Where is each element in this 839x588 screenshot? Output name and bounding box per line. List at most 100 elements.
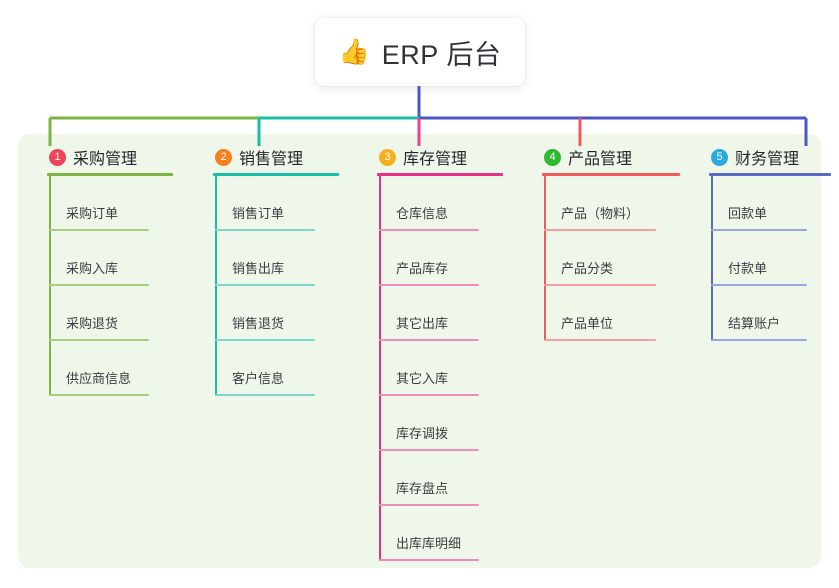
branch-title-5: 财务管理 [735,151,800,168]
leaf-rule [379,394,479,396]
leaf-rule [49,284,149,286]
branch-header-rule-2 [213,173,339,176]
leaf-node[interactable]: 采购退货 [30,286,180,341]
branch-column-3: 3 库存管理仓库信息产品库存其它出库其它入库库存调拨库存盘点出库库明细 [360,146,512,561]
leaf-label: 销售出库 [232,261,285,276]
branch-header-4[interactable]: 4 产品管理 [525,146,685,168]
leaf-node[interactable]: 付款单 [692,231,822,286]
branch-badge-5: 5 [711,148,728,166]
branch-column-4: 4 产品管理产品（物料） 产品分类产品单位 [525,146,685,341]
leaf-node[interactable]: 产品分类 [525,231,685,286]
branch-spine-1 [49,176,51,396]
leaf-node[interactable]: 产品（物料） [525,176,685,231]
leaf-node[interactable]: 其它出库 [360,286,512,341]
leaf-label: 付款单 [728,261,768,276]
leaf-label: 产品单位 [561,316,614,331]
leaf-rule [379,339,479,341]
leaf-node[interactable]: 库存调拨 [360,396,512,451]
branch-column-1: 1 采购管理采购订单采购入库采购退货供应商信息 [30,146,180,396]
branch-header-rule-1 [47,173,173,176]
branch-spine-3 [379,176,381,561]
root-node[interactable]: 👍 ERP 后台 [315,18,525,86]
leaf-label: 客户信息 [232,371,285,386]
leaf-label: 其它出库 [396,316,449,331]
branch-spine-5 [711,176,713,341]
branch-body-3: 仓库信息产品库存其它出库其它入库库存调拨库存盘点出库库明细 [360,176,512,561]
branch-spine-2 [215,176,217,396]
leaf-label: 采购入库 [66,261,119,276]
branch-body-4: 产品（物料） 产品分类产品单位 [525,176,685,341]
leaf-rule [49,339,149,341]
leaf-label: 库存调拨 [396,426,449,441]
diagram-panel [18,134,821,568]
leaf-node[interactable]: 销售退货 [196,286,346,341]
leaf-label: 回款单 [728,206,768,221]
leaf-rule [379,504,479,506]
leaf-label: 采购订单 [66,206,119,221]
leaf-rule [379,284,479,286]
branch-badge-3: 3 [379,148,396,166]
leaf-rule [711,284,807,286]
leaf-label: 出库库明细 [396,536,462,551]
leaf-label: 供应商信息 [66,371,132,386]
leaf-rule [379,449,479,451]
leaf-rule [215,394,315,396]
leaf-rule [215,229,315,231]
leaf-label: 产品库存 [396,261,449,276]
leaf-node[interactable]: 产品库存 [360,231,512,286]
branch-header-3[interactable]: 3 库存管理 [360,146,512,168]
branch-header-5[interactable]: 5 财务管理 [692,146,822,168]
leaf-node[interactable]: 销售出库 [196,231,346,286]
leaf-node[interactable]: 采购订单 [30,176,180,231]
leaf-node[interactable]: 其它入库 [360,341,512,396]
leaf-rule [379,229,479,231]
branch-header-rule-3 [377,173,503,176]
leaf-node[interactable]: 回款单 [692,176,822,231]
leaf-label: 销售退货 [232,316,285,331]
leaf-label: 库存盘点 [396,481,449,496]
branch-body-5: 回款单付款单结算账户 [692,176,822,341]
thumbs-up-icon: 👍 [338,37,370,66]
branch-badge-4: 4 [544,148,561,166]
leaf-node[interactable]: 客户信息 [196,341,346,396]
leaf-node[interactable]: 销售订单 [196,176,346,231]
leaf-node[interactable]: 结算账户 [692,286,822,341]
leaf-label: 产品分类 [561,261,614,276]
branch-column-5: 5 财务管理回款单付款单结算账户 [692,146,831,341]
leaf-label: 其它入库 [396,371,449,386]
leaf-rule [711,229,807,231]
leaf-rule [49,394,149,396]
leaf-node[interactable]: 采购入库 [30,231,180,286]
branch-body-1: 采购订单采购入库采购退货供应商信息 [30,176,180,396]
leaf-rule [544,284,656,286]
branch-header-rule-4 [542,173,680,176]
branch-header-rule-5 [709,173,831,176]
leaf-rule [544,229,656,231]
leaf-node[interactable]: 库存盘点 [360,451,512,506]
root-title: ERP 后台 [381,39,502,70]
leaf-rule [215,339,315,341]
leaf-label: 产品（物料） [561,206,640,221]
leaf-node[interactable]: 出库库明细 [360,506,512,561]
branch-spine-4 [544,176,546,341]
leaf-label: 结算账户 [728,316,781,331]
branch-title-1: 采购管理 [73,151,138,168]
branch-header-1[interactable]: 1 采购管理 [30,146,180,168]
branch-title-3: 库存管理 [403,151,468,168]
leaf-rule [379,559,479,561]
leaf-rule [544,339,656,341]
leaf-rule [711,339,807,341]
leaf-node[interactable]: 产品单位 [525,286,685,341]
branch-title-4: 产品管理 [568,151,633,168]
branch-body-2: 销售订单销售出库销售退货客户信息 [196,176,346,396]
leaf-rule [215,284,315,286]
leaf-label: 仓库信息 [396,206,449,221]
branch-badge-1: 1 [49,148,66,166]
leaf-node[interactable]: 供应商信息 [30,341,180,396]
leaf-label: 销售订单 [232,206,285,221]
leaf-node[interactable]: 仓库信息 [360,176,512,231]
branch-badge-2: 2 [215,148,232,166]
